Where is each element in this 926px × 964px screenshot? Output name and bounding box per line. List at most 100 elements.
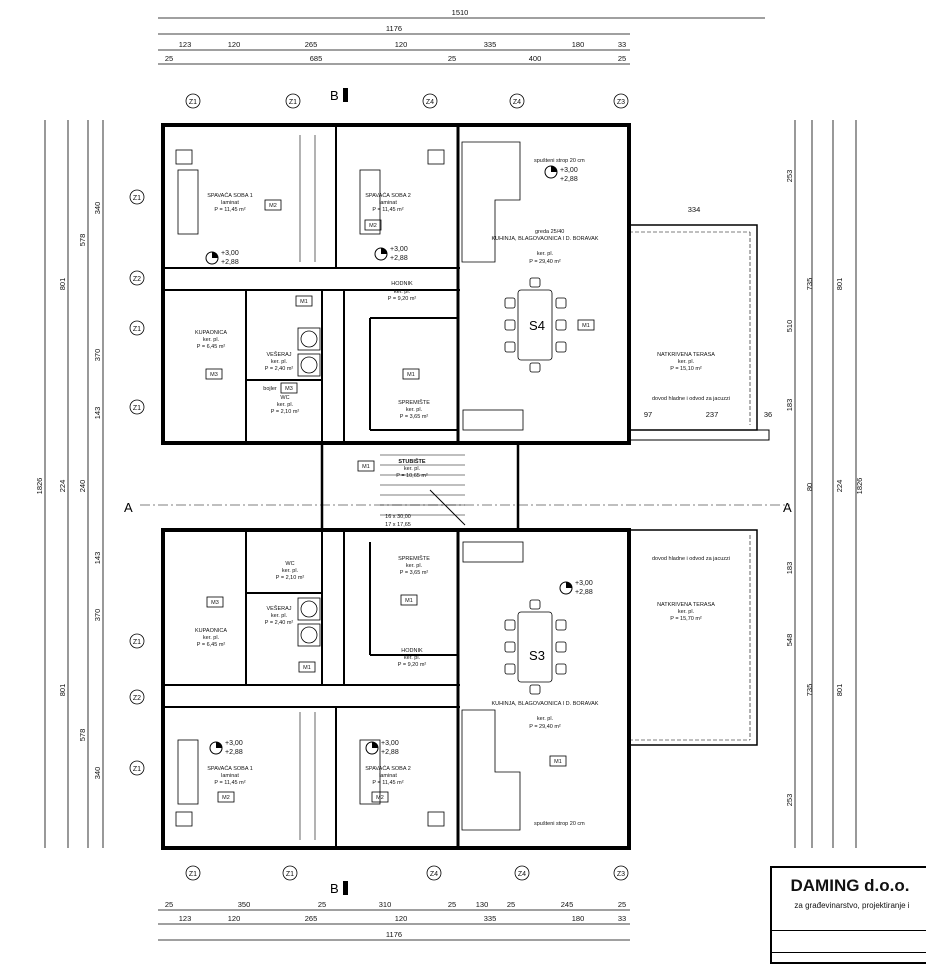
dim-left-mid-0: 801 [58,278,67,291]
title-block: DAMING d.o.o. za građevinarstvo, projekt… [770,866,926,964]
bottom-bath-name: KUPAONICA [195,628,227,634]
mark-m1-c: M1 [407,372,415,378]
top-bed2-name: SPAVAĆA SOBA 2 [365,192,411,199]
dim-bot-r1-6: 25 [507,900,515,909]
axis-bottom-1: Z1 [286,871,294,878]
bottom-hall-floor: ker. pl. [404,655,421,661]
dim-top-mid: 1176 [386,24,402,33]
dim-bot-r1-3: 310 [379,900,392,909]
dim-left-outer: 1826 [35,478,44,495]
dim-top-r2-1: 685 [310,54,323,63]
terraces [628,224,770,746]
top-ceiling-note: spušteni strop 20 cm [534,158,585,164]
stair-core-outline [320,441,520,532]
dim-right-detail-253b: 253 [785,794,794,807]
apartment-bottom-outline [161,528,631,850]
level-top-bed1-1: +3,00 [221,250,239,257]
bottom-storage-floor: ker. pl. [406,563,423,569]
sofas [461,141,524,831]
level-top-kitchen-1: +3,00 [560,167,578,174]
stair-floor: ker. pl. [404,466,421,472]
bottom-jacuzzi-note: dovod hladne i odvod za jacuzzi [652,556,730,562]
mark-m3-c: M3 [211,600,219,606]
top-bed2-floor: laminat [379,200,397,206]
dim-terrace-237: 237 [706,410,719,419]
dim-terrace-97: 97 [644,410,652,419]
top-terrace-floor: ker. pl. [678,359,695,365]
dim-top-r1-2: 265 [305,40,318,49]
bottom-terrace-floor: ker. pl. [678,609,695,615]
rooms-top: SPAVAĆA SOBA 1 laminat P = 11,45 m² SPAV… [195,158,730,420]
top-dimensions [158,17,765,65]
dim-terrace-36: 36 [764,410,772,419]
dim-bot-r2-6: 33 [618,914,626,923]
level-bottom-kitchen-2: +2,88 [575,589,593,596]
top-laundry-floor: ker. pl. [271,359,288,365]
title-block-divider-2 [772,952,926,953]
bottom-wc-floor: ker. pl. [282,568,299,574]
bottom-bed2-floor: laminat [379,773,397,779]
bottom-dimensions [158,909,630,941]
axis-left-0: Z1 [133,195,141,202]
mark-m1-a: M1 [300,299,308,305]
level-top-bed1-2: +2,88 [221,259,239,266]
axis-left-5: Z2 [133,695,141,702]
dim-top-r1-3: 120 [395,40,408,49]
top-bed1-floor: laminat [221,200,239,206]
dim-right-detail-253: 253 [785,170,794,183]
level-top-bed2-2: +2,88 [390,255,408,262]
mark-m2-d: M2 [376,795,384,801]
dim-left-mid-2: 801 [58,684,67,697]
axis-top-2: Z4 [426,99,434,106]
axis-top-3: Z4 [513,99,521,106]
dim-right-detail-183: 183 [785,399,794,412]
top-hall-area: P = 9,20 m² [388,296,417,302]
bottom-kitchen-floor: ker. pl. [537,716,554,722]
dim-right-detail-548: 548 [785,634,794,647]
dim-right-inner-4: 735 [805,684,814,697]
level-bottom-bed1-2: +2,88 [225,749,243,756]
bottom-laundry-floor: ker. pl. [271,613,288,619]
dim-left-inner-0: 578 [78,234,87,247]
top-hall-name: HODNIK [391,281,413,287]
top-bath-floor: ker. pl. [203,337,220,343]
dim-left-mid-1: 224 [58,480,67,493]
dim-top-r2-2: 25 [448,54,456,63]
bottom-storage-area: P = 3,65 m² [400,570,429,576]
dim-bot-r2-5: 180 [572,914,585,923]
bottom-bed1-floor: laminat [221,773,239,779]
mark-m1-g: M1 [554,759,562,765]
dim-left-detail-340: 340 [93,202,102,215]
wardrobes [299,135,316,840]
mark-m3-b: M3 [285,386,293,392]
mark-m1-d: M1 [362,464,370,470]
dim-bot-r1-4: 25 [448,900,456,909]
dim-top-r1-6: 33 [618,40,626,49]
level-top-kitchen-2: +2,88 [560,176,578,183]
axis-left-1: Z2 [133,276,141,283]
axis-bottom-2: Z4 [430,871,438,878]
top-wc-floor: ker. pl. [277,402,294,408]
level-bottom-bed1-1: +3,00 [225,740,243,747]
level-bottom-kitchen-1: +3,00 [575,580,593,587]
top-kitchen-name: KUHINJA, BLAGOVAONICA I D. BORAVAK [492,236,599,242]
top-wc-area: P = 2,10 m² [271,409,300,415]
bottom-bed1-area: P = 11,45 m² [214,780,245,786]
axis-bubbles-bottom [185,865,629,881]
dim-bot-r1-5: 130 [476,900,489,909]
top-jacuzzi-note: dovod hladne i odvod za jacuzzi [652,396,730,402]
top-kitchen-area: P = 29,40 m² [529,259,561,265]
axis-bottom-0: Z1 [189,871,197,878]
dim-bot-r1-0: 25 [165,900,173,909]
top-storage-area: P = 3,65 m² [400,414,429,420]
dim-bot-mid: 1176 [386,930,402,939]
bottom-laundry-name: VEŠERAJ [266,605,291,612]
dim-right-detail-510: 510 [785,320,794,333]
mark-m2-a: M2 [269,203,277,209]
section-a-left: A [124,500,133,515]
dim-bot-r1-1: 350 [238,900,251,909]
bottom-ceiling-note: spušteni strop 20 cm [534,821,585,827]
dim-left-detail-340b: 340 [93,767,102,780]
dim-left-inner-2: 578 [78,729,87,742]
apartment-bottom-label: S3 [529,648,545,663]
